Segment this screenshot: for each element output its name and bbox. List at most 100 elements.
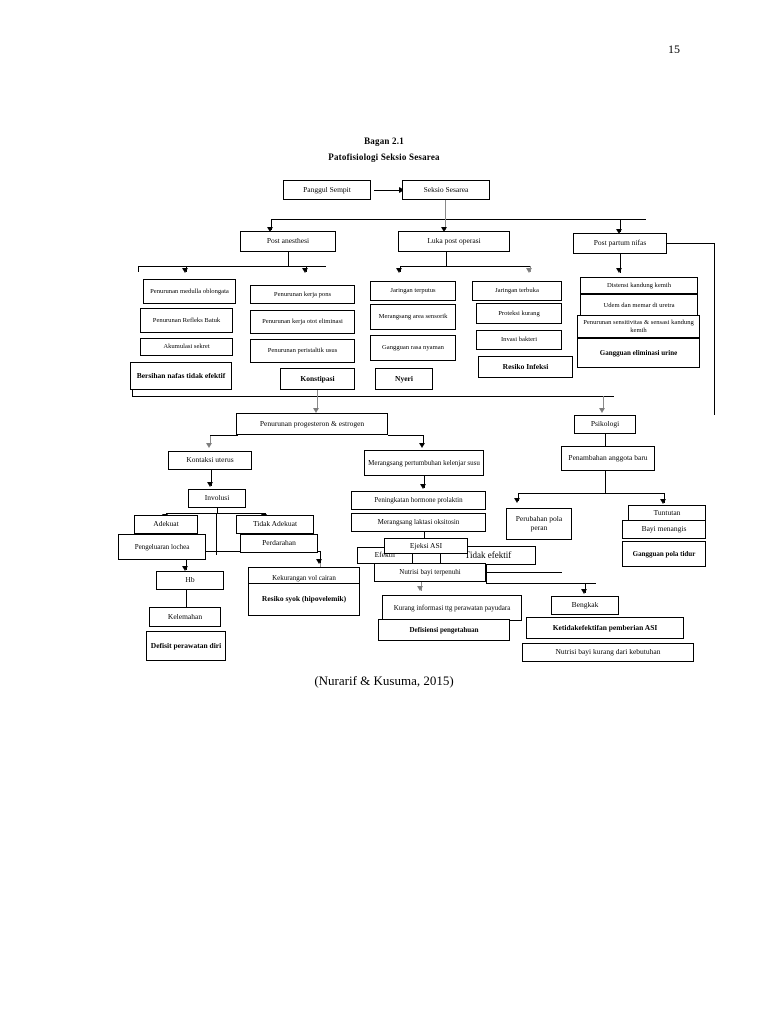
node-luka-post-operasi: Luka post operasi xyxy=(398,231,510,252)
connector-drop-luka xyxy=(445,219,447,230)
node-penurunan-progesteron: Penurunan progesteron & estrogen xyxy=(236,413,388,435)
node-nutrisi-bayi-kurang: Nutrisi bayi kurang dari kebutuhan xyxy=(522,643,694,662)
connector-kontraksi-down xyxy=(211,470,213,486)
source-credit: (Nurarif & Kusuma, 2015) xyxy=(314,673,454,688)
page-number: 15 xyxy=(668,42,680,56)
connector-luka-down xyxy=(446,252,448,267)
connector-anesthesi-down xyxy=(288,252,290,267)
connector-penambahan-down xyxy=(605,471,607,494)
connector-konstipasi-to-bus xyxy=(317,390,319,396)
node-udem-memar-uretra: Udem dan memar di uretra xyxy=(580,294,698,318)
chart-title-line2: Patofisiologi Seksio Sesarea xyxy=(328,152,440,162)
connector-bengkak-down xyxy=(585,583,587,593)
arrow-head-progesteron xyxy=(313,408,320,413)
node-merangsang-laktasi: Merangsang laktasi oksitosin xyxy=(351,513,486,532)
connector-progesteron-left-bus xyxy=(210,435,238,437)
node-gangguan-eliminasi-urine: Gangguan eliminasi urine xyxy=(577,338,700,368)
connector-penambahan-bus xyxy=(518,493,665,495)
connector-bus-progesteron xyxy=(132,396,614,398)
connector-involusi-down xyxy=(217,508,219,513)
node-gangguan-pola-tidur: Gangguan pola tidur xyxy=(622,541,706,567)
node-proteksi-kurang: Proteksi kurang xyxy=(476,303,562,324)
connector-drop-nifas xyxy=(620,219,622,232)
node-hb: Hb xyxy=(156,571,224,590)
connector-luka-leftdrop xyxy=(400,266,402,272)
node-penurunan-sensitivitas: Penurunan sensitivitas & sensasi kandung… xyxy=(577,315,700,338)
connector-psikologi-drop xyxy=(603,396,605,410)
connector-merangsang-down xyxy=(424,476,426,488)
connector-nutrisi-right xyxy=(486,572,562,574)
arrow-head-kurang-informasi xyxy=(417,586,424,591)
arrow-head-perubahan-pola-peran xyxy=(514,498,521,503)
arrow-head-luka xyxy=(441,227,448,232)
node-konstipasi: Konstipasi xyxy=(280,368,355,390)
node-perubahan-pola-peran: Perubahan pola peran xyxy=(506,508,572,540)
node-seksio-sesarea: Seksio Sesarea xyxy=(402,180,490,200)
connector-anesthesi-left xyxy=(138,266,140,272)
node-penurunan-kerja-pons: Penurunan kerja pons xyxy=(250,285,355,304)
arrow-head-nifas xyxy=(616,229,623,234)
arrow-head-tuntutan xyxy=(660,499,667,504)
arrow-head-merangsang-pertumbuhan xyxy=(419,443,426,448)
node-resiko-syok: Resiko syok (hipovelemik) xyxy=(248,583,360,616)
connector-progesteron-left-down xyxy=(210,435,212,444)
node-bersihan-nafas: Bersihan nafas tidak efektif xyxy=(130,362,232,390)
connector-tidakefektif-down xyxy=(486,565,488,583)
node-jaringan-terputus: Jaringan terputus xyxy=(370,281,456,301)
node-jaringan-terbuka: Jaringan terbuka xyxy=(472,281,562,301)
node-kurang-informasi: Kurang informasi ttg perawatan payudara xyxy=(382,595,522,621)
node-merangsang-pertumbuhan: Merangsang pertumbuhan kelenjar susu xyxy=(364,450,484,476)
connector-progesteron-right-bus xyxy=(388,435,424,437)
connector-nifas-down xyxy=(620,254,622,273)
node-panggul-sempit: Panggul Sempit xyxy=(283,180,371,200)
arrow-line-panggul-to-seksio xyxy=(374,189,400,191)
arrow-head-hb xyxy=(182,566,189,571)
connector-involusi-mid xyxy=(216,513,218,555)
node-gangguan-rasa-nyaman: Gangguan rasa nyaman xyxy=(370,335,456,361)
connector-bersihan-to-bus xyxy=(132,390,134,396)
node-post-anesthesi: Post anesthesi xyxy=(240,231,336,252)
connector-bus-row2 xyxy=(271,219,646,221)
node-penurunan-refleks-batuk: Penurunan Refleks Batuk xyxy=(140,308,233,333)
arrow-head-distensi xyxy=(616,268,623,273)
connector-hb-to-kelemahan xyxy=(186,590,188,607)
connector-luka-bus xyxy=(400,266,530,268)
node-nutrisi-bayi-terpenuhi: Nutrisi bayi terpenuhi xyxy=(374,563,486,582)
connector-luka-rightdrop xyxy=(530,266,532,272)
arrow-head-bengkak xyxy=(581,589,588,594)
arrow-head-pons xyxy=(302,268,309,273)
connector-progesteron-right-down xyxy=(423,435,425,445)
node-defisit-perawatan-diri: Defisit perawatan diri xyxy=(146,631,226,661)
node-involusi: Involusi xyxy=(188,489,246,508)
node-penambahan-anggota-baru: Penambahan anggota baru xyxy=(561,446,655,471)
arrow-head-kekurangan-cairan xyxy=(316,559,323,564)
node-resiko-infeksi: Resiko Infeksi xyxy=(478,356,573,378)
node-perdarahan: Perdarahan xyxy=(240,534,318,553)
connector-nifas-right xyxy=(667,243,715,245)
arrow-head-prolaktin xyxy=(420,484,427,489)
connector-laktasi-down xyxy=(424,532,426,540)
node-kelemahan: Kelemahan xyxy=(149,607,221,627)
connector-hb-down xyxy=(186,560,188,570)
connector-seksio-down xyxy=(445,200,447,220)
connector-penambahan-left xyxy=(518,493,520,501)
connector-anesthesi-rightdrop xyxy=(306,266,308,272)
arrow-head-jaringan-terputus xyxy=(396,268,403,273)
arrow-head-jaringan-terbuka xyxy=(526,268,533,273)
node-bengkak: Bengkak xyxy=(551,596,619,615)
connector-progesteron-drop xyxy=(317,396,319,410)
node-defisiensi-pengetahuan: Defisiensi pengetahuan xyxy=(378,619,510,641)
node-kontraksi-uterus: Kontaksi uterus xyxy=(168,451,252,470)
arrow-head-kontraksi-uterus xyxy=(206,443,213,448)
node-pengeluaran-lochea: Pengeluaran lochea xyxy=(118,534,206,560)
node-penurunan-peristaltik: Penurunan peristaltik usus xyxy=(250,339,355,363)
node-tidak-adekuat: Tidak Adekuat xyxy=(236,515,314,534)
connector-cairan-down xyxy=(320,551,322,563)
arrow-head-post-anesthesi xyxy=(267,227,274,232)
node-post-partum-nifas: Post partum nifas xyxy=(573,233,667,254)
connector-penambahan-right xyxy=(664,493,666,503)
connector-tidakefektif-bus xyxy=(486,583,596,585)
node-ketidakefektifan-asi: Ketidakefektifan pemberian ASI xyxy=(526,617,684,639)
arrow-head-medulla xyxy=(182,268,189,273)
